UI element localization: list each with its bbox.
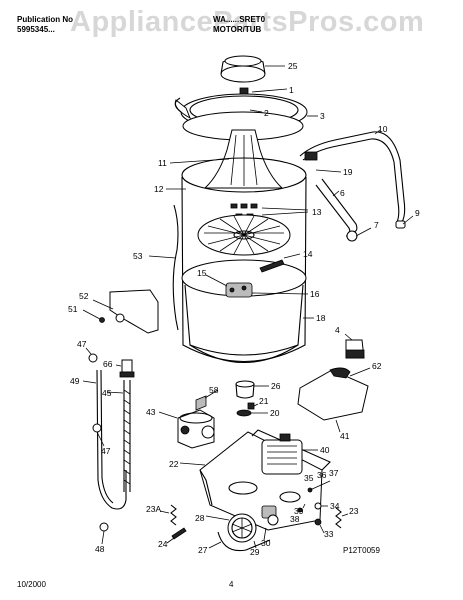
footer-date: 10/2000 — [17, 580, 46, 589]
part-belt — [208, 531, 271, 552]
callout-58: 58 — [209, 385, 219, 395]
callout-45: 45 — [102, 388, 112, 398]
callout-9: 9 — [415, 208, 420, 218]
callout-14: 14 — [303, 249, 313, 259]
part-pump-shield — [297, 333, 371, 433]
callout-47b: 47 — [101, 446, 111, 456]
callout-19: 19 — [343, 167, 353, 177]
callout-47a: 47 — [77, 339, 87, 349]
part-outer-tub — [166, 157, 307, 363]
callout-53: 53 — [133, 251, 143, 261]
callout-4: 4 — [335, 325, 340, 335]
part-tub-bowl — [181, 259, 314, 364]
callout-33: 33 — [324, 529, 334, 539]
footer-page: 4 — [229, 580, 234, 589]
callout-27: 27 — [198, 545, 208, 555]
callout-6: 6 — [340, 188, 345, 198]
watermark: AppliancePartsPros.com — [70, 6, 425, 38]
callout-49: 49 — [70, 376, 80, 386]
callout-30: 30 — [261, 538, 271, 548]
callout-51: 51 — [68, 304, 78, 314]
part-fill-hoses — [82, 347, 135, 545]
callout-12: 12 — [154, 184, 164, 194]
callout-20: 20 — [270, 408, 280, 418]
callout-7: 7 — [374, 220, 379, 230]
callout-40: 40 — [320, 445, 330, 455]
callout-3: 3 — [320, 111, 325, 121]
model-number: WA......SRET0 — [213, 15, 265, 24]
callout-37: 37 — [329, 468, 339, 478]
model-suffix: ...SRET0 — [232, 15, 266, 24]
callout-41: 41 — [340, 431, 350, 441]
part-bracket — [82, 289, 159, 334]
callout-22: 22 — [169, 459, 179, 469]
callout-48: 48 — [95, 544, 105, 554]
section-title: MOTOR/TUB — [213, 25, 262, 34]
callout-labels: 25 1 2 3 10 11 19 12 6 13 9 7 14 53 15 1… — [68, 61, 420, 557]
model-fragment: WA... — [213, 15, 233, 24]
part-basket-hardware — [205, 253, 309, 298]
callout-52: 52 — [79, 291, 89, 301]
part-coupling — [235, 380, 269, 417]
callout-10: 10 — [378, 124, 388, 134]
callout-39: 39 — [294, 506, 304, 516]
callout-18: 18 — [316, 313, 326, 323]
callout-1: 1 — [289, 85, 294, 95]
callout-36: 36 — [317, 470, 327, 480]
part-motor — [261, 433, 318, 475]
publication-label: Publication No — [17, 15, 73, 24]
callout-29: 29 — [250, 547, 260, 557]
callout-25: 25 — [288, 61, 298, 71]
callout-16: 16 — [310, 289, 320, 299]
part-pump-pulley — [205, 505, 279, 549]
callout-23: 23 — [349, 506, 359, 516]
part-drain-hose-53 — [148, 204, 179, 331]
callout-38: 38 — [290, 514, 300, 524]
part-hoses — [299, 129, 414, 242]
publication-number: 5995345... — [17, 25, 55, 34]
callout-2: 2 — [264, 108, 269, 118]
part-water-valve — [158, 389, 219, 449]
callout-28: 28 — [195, 513, 205, 523]
part-springs — [159, 504, 349, 544]
part-impeller — [197, 203, 309, 256]
callout-15: 15 — [197, 268, 207, 278]
callout-13: 13 — [312, 207, 322, 217]
callout-43: 43 — [146, 407, 156, 417]
part-agitator-cap — [220, 55, 285, 83]
diagram-code: P12T0059 — [343, 546, 380, 555]
callout-21: 21 — [259, 396, 269, 406]
callout-26: 26 — [271, 381, 281, 391]
callout-62: 62 — [372, 361, 382, 371]
callout-66: 66 — [103, 359, 113, 369]
callout-34: 34 — [330, 501, 340, 511]
callout-11: 11 — [158, 158, 167, 168]
callout-35: 35 — [304, 473, 314, 483]
callout-23a: 23A — [146, 504, 161, 514]
callout-24: 24 — [158, 539, 168, 549]
part-motor-hardware — [297, 480, 331, 534]
